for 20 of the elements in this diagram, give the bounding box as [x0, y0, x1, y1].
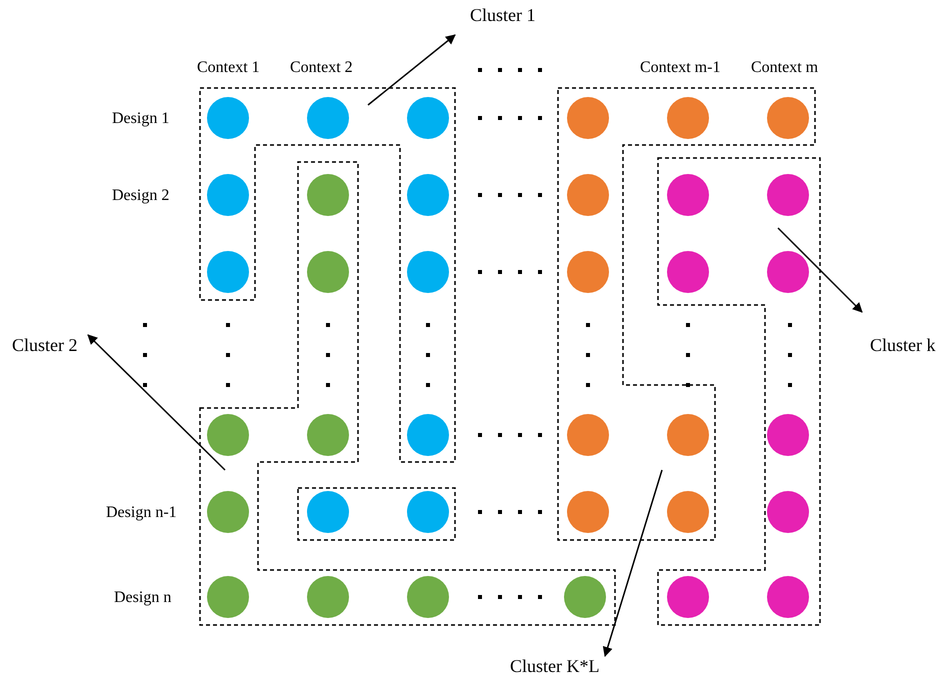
cluster-label: Cluster K*L: [510, 655, 600, 677]
column-label: Context m: [751, 59, 818, 77]
column-label: Context m-1: [640, 59, 720, 77]
cluster-label: Cluster k: [870, 334, 936, 356]
cluster-label: Cluster 1: [470, 4, 536, 26]
row-label: Design 2: [112, 187, 170, 205]
cluster-outline: [199, 161, 616, 626]
arrow: [87, 334, 226, 471]
row-label: Design n: [114, 589, 172, 607]
arrow: [777, 227, 863, 313]
cluster-label: Cluster 2: [12, 334, 78, 356]
cluster-outline: [199, 87, 456, 463]
column-label: Context 1: [197, 59, 260, 77]
arrow: [368, 34, 456, 106]
column-label: Context 2: [290, 59, 353, 77]
row-label: Design n-1: [106, 504, 177, 522]
arrow: [602, 470, 663, 657]
cluster-outline: [557, 87, 816, 541]
cluster-outline: [657, 157, 821, 626]
row-label: Design 1: [112, 110, 170, 128]
